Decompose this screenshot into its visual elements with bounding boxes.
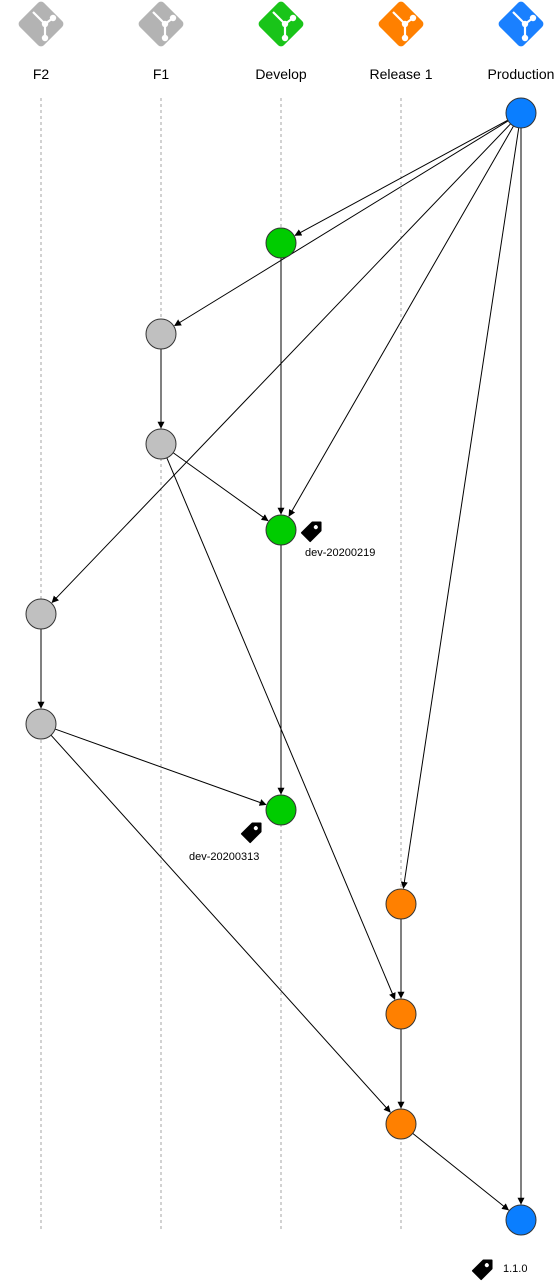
commit-node-d3: [265, 794, 297, 826]
branch-label-f2: F2: [33, 66, 50, 82]
git-branch-icon: [18, 1, 64, 47]
git-branch-icon: [378, 1, 424, 47]
tag-label: dev-20200219: [305, 547, 375, 559]
git-branch-icon: [498, 1, 544, 47]
edge-r3-to-p2: [412, 1132, 510, 1211]
edge-f2b-to-d3: [54, 728, 267, 806]
tag-1-1-0: 1.1.0: [471, 1259, 527, 1281]
tag-dev-20200219: dev-20200219: [300, 521, 375, 559]
branch-label-production: Production: [488, 66, 555, 82]
edge-p1-to-r1: [400, 127, 520, 889]
commit-node-f1b: [145, 428, 177, 460]
branch-header-f1: F1: [138, 1, 184, 82]
commit-node-d2: [265, 514, 297, 546]
tag-icon: [471, 1259, 493, 1281]
commit-node-f1a: [145, 318, 177, 350]
edge-p1-to-d2: [288, 125, 514, 517]
commit-node-f2b: [25, 708, 57, 740]
tag-icon: [300, 521, 322, 543]
git-branch-icon: [138, 1, 184, 47]
commit-node-p2: [505, 1204, 537, 1236]
commit-node-p1: [505, 97, 537, 129]
branch-header-release-1: Release 1: [369, 1, 433, 82]
branch-label-f1: F1: [153, 66, 170, 82]
commit-node-d1: [265, 227, 297, 259]
commit-node-r3: [385, 1108, 417, 1140]
branch-header-develop: Develop: [255, 1, 307, 82]
git-branch-icon: [258, 1, 304, 47]
edge-p1-to-d1: [294, 119, 509, 236]
branch-label-release-1: Release 1: [369, 66, 432, 82]
commit-node-r2: [385, 998, 417, 1030]
edge-p1-to-f1a: [174, 120, 509, 327]
branch-label-develop: Develop: [255, 66, 307, 82]
tag-label: 1.1.0: [503, 1263, 527, 1275]
tag-icon: [240, 822, 262, 844]
tag-label: dev-20200313: [189, 851, 259, 863]
commit-node-r1: [385, 888, 417, 920]
branch-header-f2: F2: [18, 1, 64, 82]
edge-f1b-to-d2: [172, 452, 269, 522]
commit-node-f2a: [25, 598, 57, 630]
edge-f2b-to-r3: [50, 734, 391, 1113]
branch-header-production: Production: [488, 1, 555, 82]
tag-dev-20200313: dev-20200313: [189, 822, 262, 863]
